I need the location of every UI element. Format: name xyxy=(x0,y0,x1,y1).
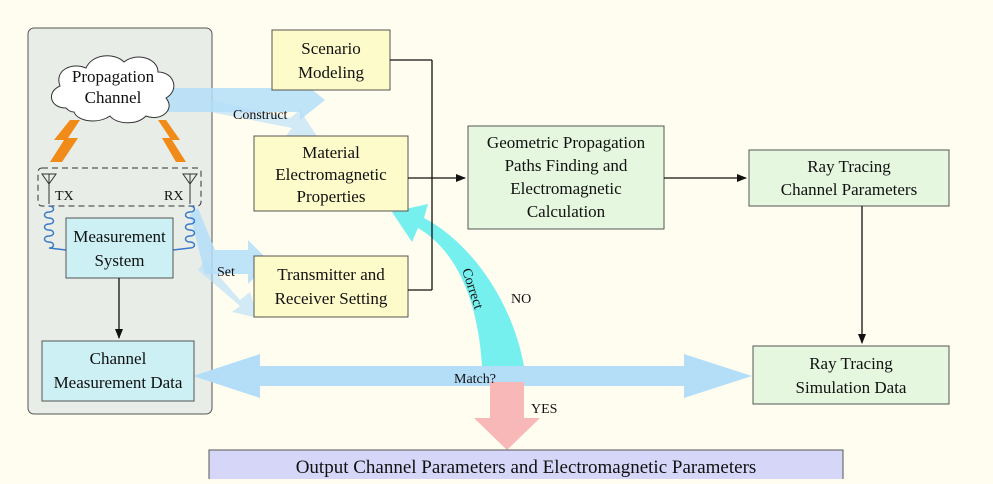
correct-arrow xyxy=(392,204,524,366)
set-label: Set xyxy=(217,265,235,280)
yes-label: YES xyxy=(531,402,557,417)
scenario-modeling-line-2: Modeling xyxy=(298,63,365,82)
input-connector xyxy=(390,59,433,291)
construct-arrow-branch xyxy=(210,100,318,138)
yes-arrow xyxy=(474,382,540,450)
match-arrow xyxy=(193,354,752,398)
tx-rx-setting-line-1: Transmitter and xyxy=(277,265,385,284)
lightning-icon-right xyxy=(158,120,186,162)
lightning-icon-left xyxy=(50,120,80,162)
ray-tracing-sim-line-1: Ray Tracing xyxy=(809,354,893,373)
geometric-paths-box xyxy=(467,125,665,230)
material-em-properties-box xyxy=(253,135,409,212)
geometric-line-1: Geometric Propagation xyxy=(487,133,646,152)
set-arrow xyxy=(190,208,270,284)
channel-measurement-data-line-1: Channel xyxy=(90,349,147,368)
tx-rx-setting-box xyxy=(253,255,409,318)
measurement-system-line-2: System xyxy=(94,251,144,270)
match-label: Match? xyxy=(454,372,496,387)
cloud-label-line-1: Propagation xyxy=(72,67,155,86)
material-em-line-1: Material xyxy=(302,143,360,162)
ray-tracing-sim-line-2: Simulation Data xyxy=(796,378,907,397)
ray-tracing-params-line-1: Ray Tracing xyxy=(807,157,891,176)
tx-label: TX xyxy=(55,189,74,204)
material-em-line-3: Properties xyxy=(297,187,366,206)
rx-label: RX xyxy=(164,189,183,204)
cloud-label-line-2: Channel xyxy=(85,88,142,107)
geometric-line-2: Paths Finding and xyxy=(505,156,628,175)
scenario-modeling-line-1: Scenario xyxy=(301,39,360,58)
rx-antenna-icon xyxy=(182,173,198,204)
scenario-modeling-box xyxy=(271,29,391,91)
output-box xyxy=(208,449,844,483)
geometric-line-4: Calculation xyxy=(527,202,606,221)
ray-tracing-sim-data-box xyxy=(752,345,950,405)
antenna-frame xyxy=(37,167,202,207)
set-arrow-branch xyxy=(198,260,258,318)
no-label: NO xyxy=(511,292,531,307)
tx-rx-setting-line-2: Receiver Setting xyxy=(275,289,388,308)
construct-label: Construct xyxy=(233,108,288,123)
geometric-line-3: Electromagnetic xyxy=(510,179,622,198)
measurement-system-box xyxy=(65,217,174,279)
output-label: Output Channel Parameters and Electromag… xyxy=(296,457,757,478)
ray-tracing-params-box xyxy=(748,149,950,207)
channel-measurement-data-line-2: Measurement Data xyxy=(54,373,183,392)
material-em-line-2: Electromagnetic xyxy=(275,165,387,184)
ray-tracing-params-line-2: Channel Parameters xyxy=(781,180,917,199)
measurement-system-line-1: Measurement xyxy=(73,227,166,246)
propagation-channel-cloud: Propagation Channel xyxy=(51,55,175,124)
channel-measurement-data-box xyxy=(41,340,195,402)
tx-cable-icon xyxy=(43,205,67,251)
tx-antenna-icon xyxy=(41,173,57,204)
rx-cable-icon xyxy=(172,205,196,251)
